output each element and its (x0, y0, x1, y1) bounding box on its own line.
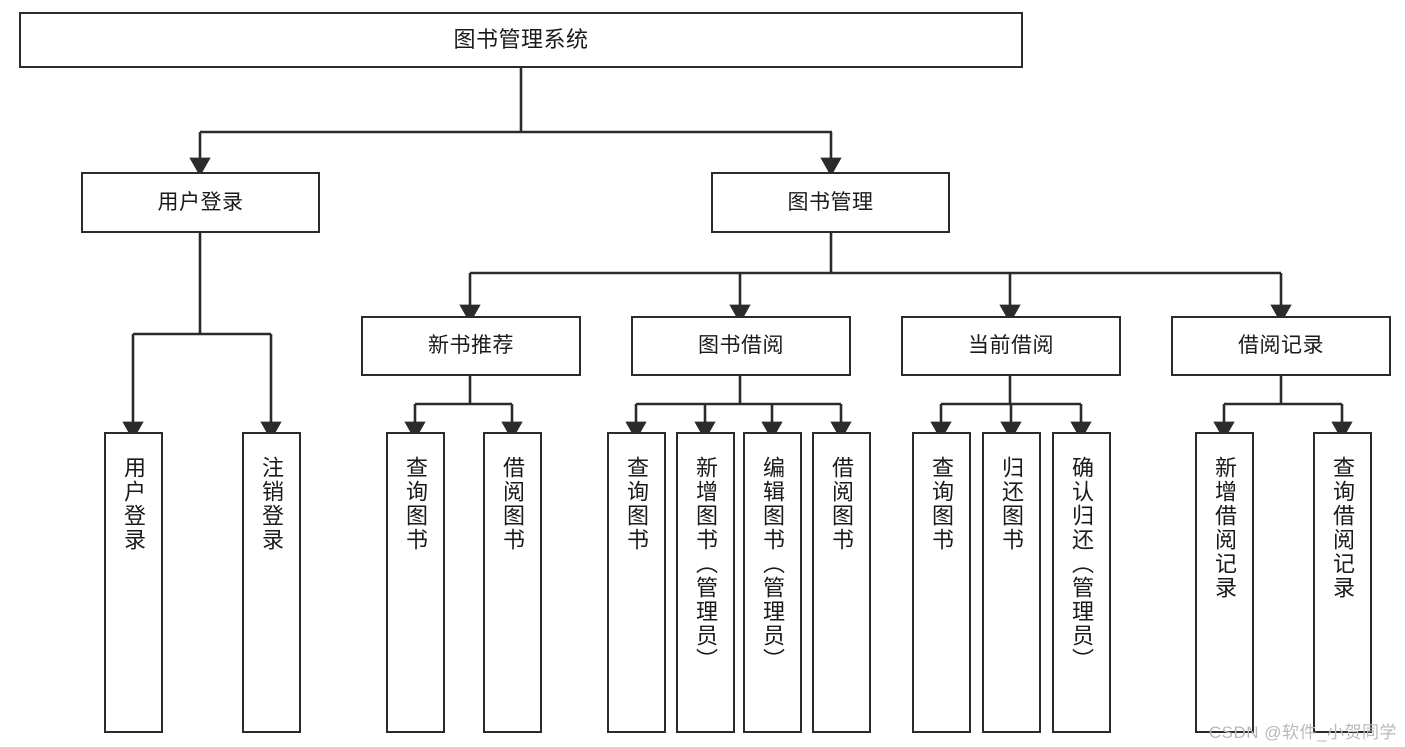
node-new-book-recommend-label: 新书推荐 (428, 334, 514, 358)
node-leaf-user-login-label: 用户登录 (121, 456, 147, 552)
node-leaf-add-record[interactable]: 新增借阅记录 (1195, 432, 1254, 733)
node-leaf-borrow-book-1-label: 借阅图书 (500, 456, 526, 552)
node-leaf-query-book-1-label: 查询图书 (403, 456, 429, 552)
node-leaf-borrow-book-2[interactable]: 借阅图书 (812, 432, 871, 733)
node-user-login[interactable]: 用户登录 (81, 172, 320, 233)
node-leaf-query-book-2[interactable]: 查询图书 (607, 432, 666, 733)
node-leaf-return-book-label: 归还图书 (999, 456, 1025, 552)
node-book-manage-label: 图书管理 (787, 190, 874, 214)
node-leaf-query-book-1[interactable]: 查询图书 (386, 432, 445, 733)
node-leaf-query-book-3[interactable]: 查询图书 (912, 432, 971, 733)
node-book-borrow[interactable]: 图书借阅 (631, 316, 851, 376)
node-leaf-borrow-book-2-label: 借阅图书 (829, 456, 855, 552)
node-leaf-query-book-2-label: 查询图书 (624, 456, 650, 552)
node-leaf-add-book-label: 新增图书（管理员） (693, 456, 719, 672)
node-leaf-query-record[interactable]: 查询借阅记录 (1313, 432, 1372, 733)
node-current-borrow[interactable]: 当前借阅 (901, 316, 1121, 376)
node-leaf-user-login[interactable]: 用户登录 (104, 432, 163, 733)
node-user-login-label: 用户登录 (157, 190, 244, 214)
node-leaf-query-record-label: 查询借阅记录 (1330, 456, 1356, 600)
node-current-borrow-label: 当前借阅 (968, 334, 1054, 358)
node-leaf-borrow-book-1[interactable]: 借阅图书 (483, 432, 542, 733)
node-leaf-add-record-label: 新增借阅记录 (1212, 456, 1238, 600)
csdn-watermark: CSDN @软件_小贺同学 (1208, 723, 1397, 742)
node-root-label: 图书管理系统 (453, 27, 589, 53)
node-borrow-record[interactable]: 借阅记录 (1171, 316, 1391, 376)
node-leaf-confirm-return-label: 确认归还（管理员） (1069, 456, 1095, 672)
node-leaf-return-book[interactable]: 归还图书 (982, 432, 1041, 733)
node-leaf-edit-book-label: 编辑图书（管理员） (760, 456, 786, 672)
node-leaf-add-book[interactable]: 新增图书（管理员） (676, 432, 735, 733)
node-leaf-query-book-3-label: 查询图书 (929, 456, 955, 552)
node-book-manage[interactable]: 图书管理 (711, 172, 950, 233)
node-leaf-confirm-return[interactable]: 确认归还（管理员） (1052, 432, 1111, 733)
node-borrow-record-label: 借阅记录 (1238, 334, 1324, 358)
node-root[interactable]: 图书管理系统 (19, 12, 1023, 68)
node-leaf-logout-label: 注销登录 (259, 456, 285, 552)
node-leaf-edit-book[interactable]: 编辑图书（管理员） (743, 432, 802, 733)
node-new-book-recommend[interactable]: 新书推荐 (361, 316, 581, 376)
node-book-borrow-label: 图书借阅 (698, 334, 784, 358)
node-leaf-logout[interactable]: 注销登录 (242, 432, 301, 733)
